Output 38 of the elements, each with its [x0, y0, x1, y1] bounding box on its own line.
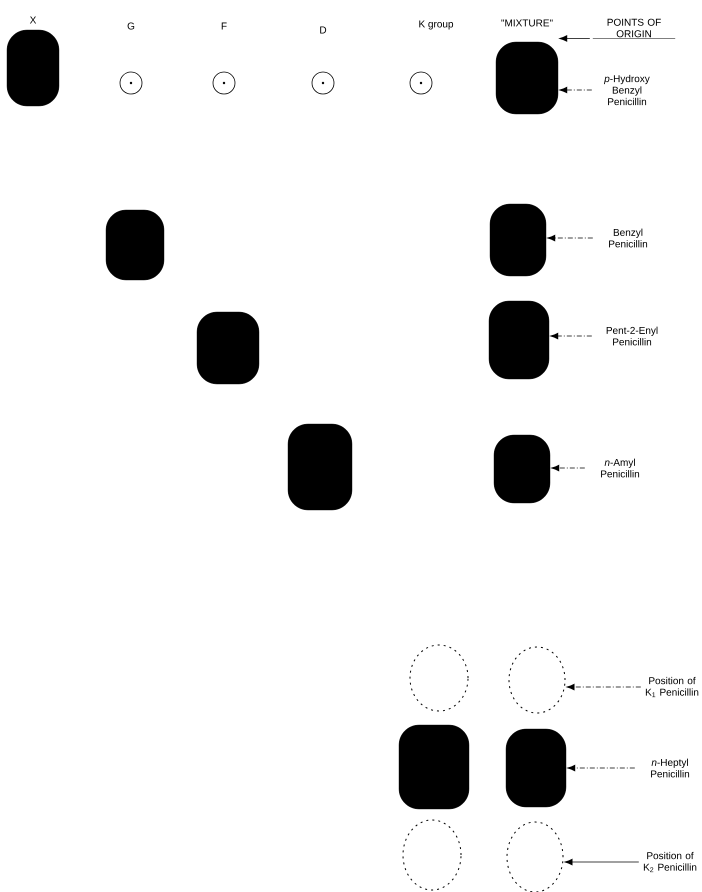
- arrow: [550, 332, 592, 340]
- column-heading: D: [320, 26, 326, 34]
- spot: [490, 204, 546, 276]
- spot: [496, 42, 558, 114]
- underlined-heading: POINTS OF ORIGIN: [592, 18, 676, 39]
- spot: [506, 728, 566, 808]
- spot: [488, 300, 550, 380]
- arrow: [547, 234, 594, 242]
- spot-label: p-Hydroxy Benzyl Penicillin: [604, 74, 650, 106]
- column-heading: "MIXTURE": [501, 20, 553, 26]
- column-heading: K group: [419, 20, 454, 30]
- column-heading: F: [222, 22, 227, 30]
- origin-circle: [120, 72, 142, 94]
- dashed-circle: [402, 820, 462, 890]
- spot-label: Benzyl Penicillin: [609, 228, 648, 248]
- origin-circle: [410, 72, 432, 94]
- dashed-circle: [508, 646, 566, 714]
- origin-circle: [312, 72, 334, 94]
- spot: [196, 312, 260, 384]
- arrow: [564, 858, 640, 866]
- spot-label: Position of K$_{2}$ Penicillin: [644, 852, 696, 872]
- spot-label: Position of K$_{1}$ Penicillin: [646, 676, 698, 698]
- arrow: [559, 35, 590, 42]
- spot-label: n-Amyl Penicillin: [601, 458, 640, 478]
- arrow: [567, 764, 636, 772]
- spot-label: n-Heptyl Penicillin: [651, 758, 690, 778]
- column-heading: G: [128, 22, 134, 30]
- origin-circle: [212, 72, 236, 94]
- spot: [288, 424, 352, 510]
- spot-label: Pent-2-Enyl Penicillin: [606, 326, 658, 346]
- dashed-circle: [410, 644, 468, 712]
- arrow: [551, 464, 586, 472]
- spot: [6, 30, 60, 106]
- spot: [106, 210, 164, 280]
- spot: [494, 434, 550, 504]
- arrow: [566, 684, 642, 690]
- arrow: [559, 86, 592, 94]
- spot: [398, 724, 470, 810]
